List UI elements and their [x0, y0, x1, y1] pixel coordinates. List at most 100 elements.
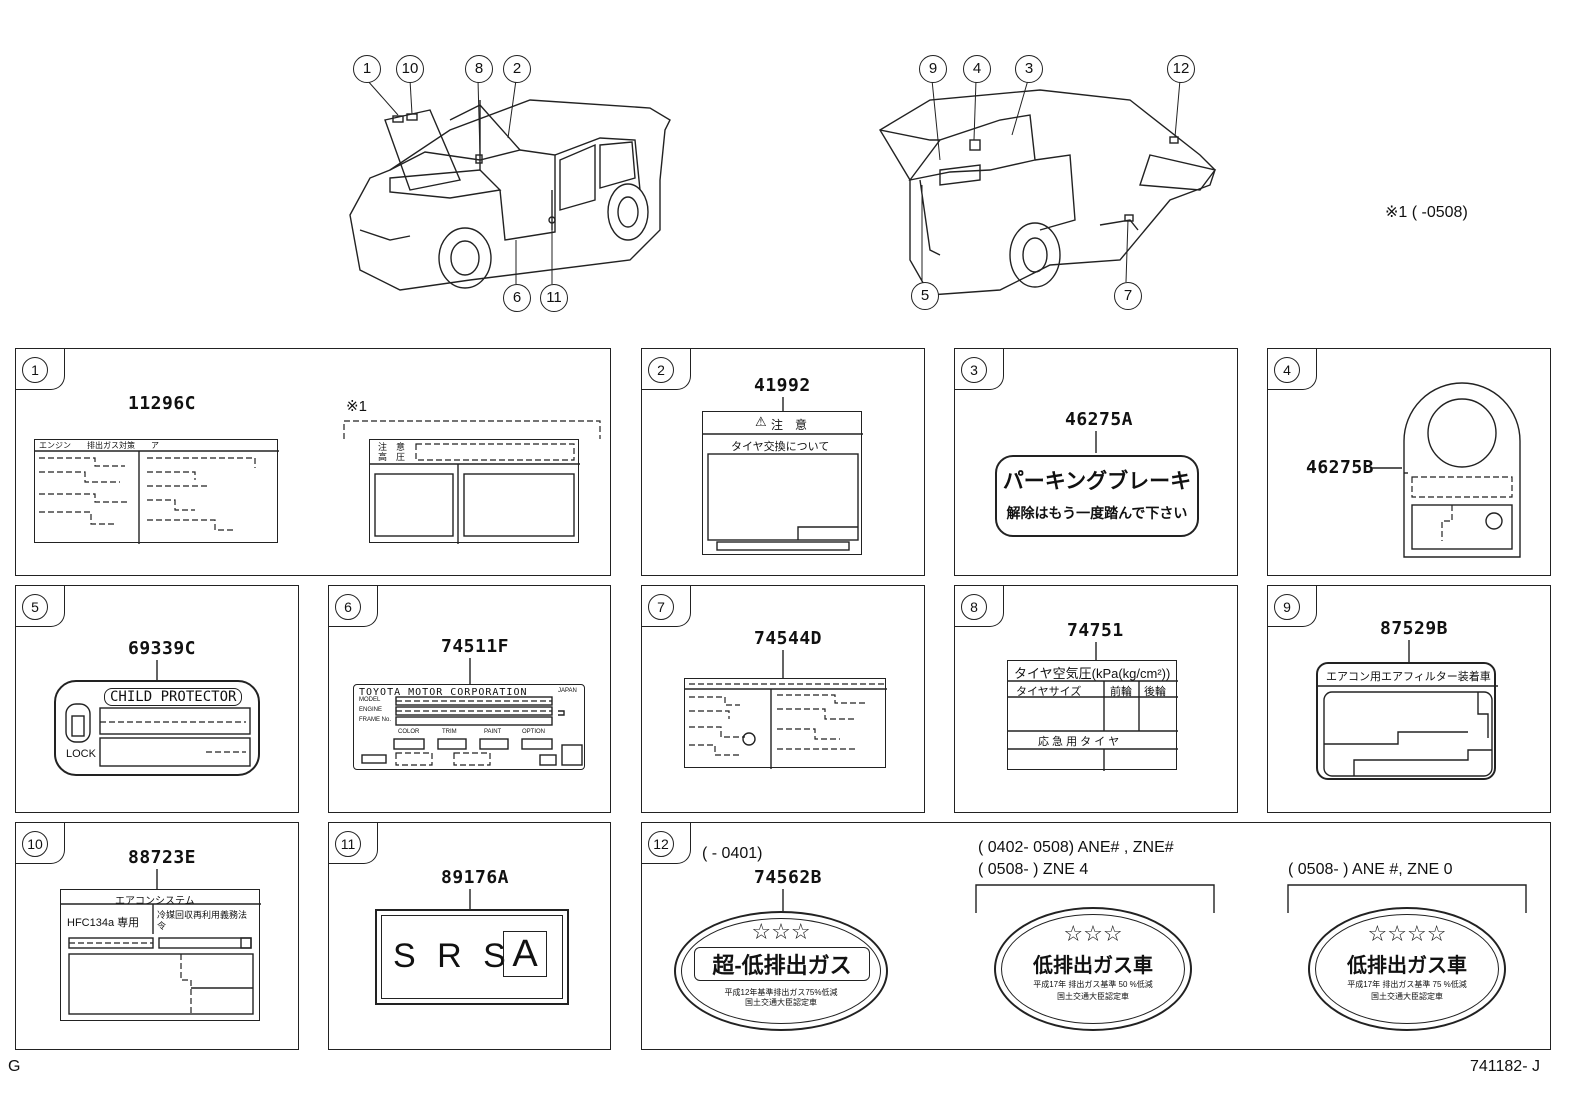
label-head: エアコン用エアフィルター装着車: [1326, 671, 1491, 683]
part-number: 74751: [1067, 620, 1124, 641]
label-color: COLOR: [398, 729, 420, 735]
panel-1: 1 11296C エンジン 排出ガス対策 ア ※1 注 意 高 圧: [15, 348, 611, 576]
pedal-hang-tag: [1403, 382, 1521, 558]
part-number: 88723E: [128, 847, 197, 868]
panel-tab: [16, 349, 65, 390]
label-trim: TRIM: [442, 729, 457, 735]
panel-10: 10 88723E エアコンシステム HFC134a 専用 冷媒回収再利用義務法…: [15, 822, 299, 1050]
panel-tab: [16, 586, 65, 627]
callout-5[interactable]: 5: [911, 282, 939, 310]
panel-8: 8 74751 タイヤ空気圧(kPa(kg/cm²)) タイヤサイズ 前輪 後輪…: [954, 585, 1238, 813]
panel-3: 3 46275A パーキングブレーキ 解除はもう一度踏んで下さい: [954, 348, 1238, 576]
label-high-pressure: 注 意 高 圧: [369, 439, 580, 544]
callout-1[interactable]: 1: [353, 55, 381, 83]
badge-sub1: 平成17年 排出ガス基準 75 %低減: [1347, 980, 1467, 989]
label-hfc: HFC134a 専用: [67, 917, 140, 929]
label-lock: LOCK: [66, 748, 96, 760]
label-line2: 解除はもう一度踏んで下さい: [1006, 505, 1188, 521]
label-tire-change: タイヤ交換について: [731, 441, 830, 453]
panel-7: 7 74544D: [641, 585, 925, 813]
panel-index: 7: [648, 594, 674, 620]
part-number: 46275B: [1306, 457, 1375, 478]
badge-stars: ☆☆☆: [751, 919, 811, 944]
panel-2: 2 41992 ⚠ 注 意 タイヤ交換について: [641, 348, 925, 576]
label-rear: 後輪: [1144, 686, 1166, 698]
callout-2[interactable]: 2: [503, 55, 531, 83]
label-emission: エンジン 排出ガス対策 ア: [34, 439, 279, 544]
label-engine: ENGINE: [359, 707, 383, 713]
footer-right: 741182- J: [1470, 1058, 1540, 1075]
panel-tab: [642, 586, 691, 627]
callout-9[interactable]: 9: [919, 55, 947, 83]
panel-index: 4: [1274, 357, 1300, 383]
label-caution: 注 意: [378, 442, 406, 452]
label-model: MODEL: [359, 697, 381, 703]
panel-index: 12: [648, 831, 674, 857]
part-number: 46275A: [1065, 409, 1134, 430]
period-2b: ( 0508- ) ZNE 4: [978, 861, 1089, 878]
label-option: OPTION: [522, 729, 546, 735]
callout-11[interactable]: 11: [540, 284, 568, 312]
label-paint: PAINT: [484, 729, 502, 735]
label-title: CHILD PROTECTOR: [104, 688, 243, 706]
label-head: エアコンシステム: [115, 896, 195, 907]
period-note: ※1 ( -0508): [1385, 204, 1468, 221]
period-3: ( 0508- ) ANE #, ZNE 0: [1288, 861, 1453, 878]
air-filter-label: エアコン用エアフィルター装着車: [1316, 662, 1498, 780]
panel-tab: [1268, 586, 1317, 627]
emission-badge-1: ☆☆☆ 超-低排出ガス 平成12年基準排出ガス75%低減 国土交通大臣認定車: [674, 911, 888, 1031]
emission-badge-2: ☆☆☆ 低排出ガス車 平成17年 排出ガス基準 50 %低減 国土交通大臣認定車: [994, 907, 1192, 1031]
badge-sub1: 平成17年 排出ガス基準 50 %低減: [1033, 980, 1153, 989]
callout-3[interactable]: 3: [1015, 55, 1043, 83]
callout-7[interactable]: 7: [1114, 282, 1142, 310]
panel-index: 5: [22, 594, 48, 620]
badge-sub2: 国土交通大臣認定車: [1371, 992, 1443, 1001]
panel-tab: [955, 349, 1004, 390]
panel-index: 6: [335, 594, 361, 620]
part-number: 87529B: [1380, 618, 1449, 639]
panel-tab: [642, 823, 691, 864]
panel-9: 9 87529B エアコン用エアフィルター装着車: [1267, 585, 1551, 813]
ac-system-label: エアコンシステム HFC134a 専用 冷媒回収再利用義務法令: [60, 889, 261, 1021]
badge-sub1: 平成12年基準排出ガス75%低減: [724, 988, 838, 997]
vehicle-front-illustration: [349, 79, 671, 291]
label-a: A: [503, 931, 547, 977]
panel-index: 8: [961, 594, 987, 620]
badge-sub2: 国土交通大臣認定車: [745, 998, 817, 1007]
vehicle-rear-illustration: [879, 79, 1217, 296]
part-number: 74544D: [754, 628, 823, 649]
child-protector-label: CHILD PROTECTOR LOCK: [54, 680, 260, 776]
part-number: 11296C: [128, 393, 197, 414]
panel-12: 12 ( - 0401) 74562B ( 0402- 0508) ANE# ,…: [641, 822, 1551, 1050]
label-high: 高 圧: [378, 452, 406, 462]
part-number: 89176A: [441, 867, 510, 888]
caution-icon: ⚠: [755, 414, 767, 429]
panel-11: 11 89176A S R S A: [328, 822, 611, 1050]
badge-main: 超-低排出ガス: [694, 947, 870, 981]
panel-index: 11: [335, 831, 361, 857]
period-2a: ( 0402- 0508) ANE# , ZNE#: [978, 839, 1174, 856]
period-1: ( - 0401): [702, 845, 763, 862]
label-line1: パーキングブレーキ: [1002, 470, 1192, 493]
panel-tab: [329, 586, 378, 627]
callout-6[interactable]: 6: [503, 284, 531, 312]
label-header: エンジン 排出ガス対策 ア: [39, 441, 159, 450]
panel-5: 5 69339C CHILD PROTECTOR LOCK: [15, 585, 299, 813]
badge-main: 低排出ガス車: [1347, 955, 1467, 977]
panel-index: 10: [22, 831, 48, 857]
label-japan: JAPAN: [558, 688, 577, 694]
callout-4[interactable]: 4: [963, 55, 991, 83]
callout-12[interactable]: 12: [1167, 55, 1195, 83]
panel-tab: [329, 823, 378, 864]
panel-index: 2: [648, 357, 674, 383]
panel-index: 9: [1274, 594, 1300, 620]
callout-8[interactable]: 8: [465, 55, 493, 83]
panel-tab: [955, 586, 1004, 627]
part-number: 74511F: [441, 636, 510, 657]
panel-4: 4 46275B: [1267, 348, 1551, 576]
badge-sub2: 国土交通大臣認定車: [1057, 992, 1129, 1001]
callout-10[interactable]: 10: [396, 55, 424, 83]
panel-index: 3: [961, 357, 987, 383]
parking-brake-label: パーキングブレーキ 解除はもう一度踏んで下さい: [995, 455, 1199, 537]
part-number: 74562B: [754, 867, 823, 888]
